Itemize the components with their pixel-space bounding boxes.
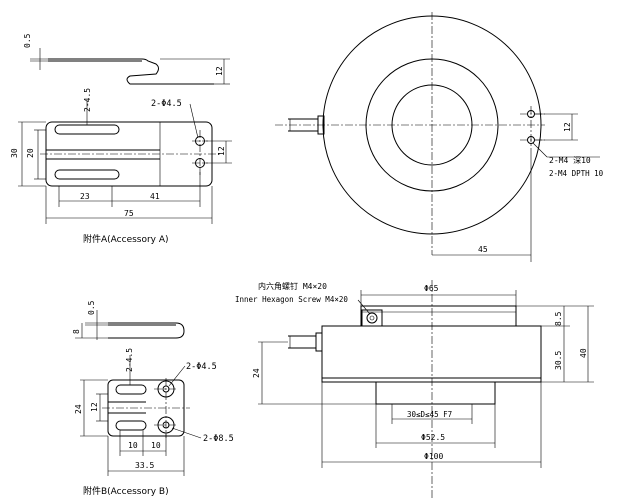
accessory-a-slot-width: 2-4.5 <box>83 88 92 112</box>
accessory-b-slot-width: 2-4.5 <box>125 348 134 372</box>
accessory-a-height-inner: 20 <box>26 148 35 158</box>
accessory-b-slot-pitch-left: 10 <box>128 441 138 450</box>
top-view-offset: 45 <box>478 245 488 254</box>
accessory-b-thickness: 0.5 <box>87 300 96 315</box>
accessory-a-hole-pitch: 12 <box>217 146 226 156</box>
accessory-a-thickness: 0.5 <box>23 33 32 48</box>
accessory-a-hole-offset: 41 <box>150 192 160 201</box>
side-view-top-dia: Φ65 <box>424 284 439 293</box>
accessory-a-length: 75 <box>124 209 134 218</box>
accessory-b-hole-large: 2-Φ8.5 <box>203 434 234 444</box>
accessory-a-bend-height: 12 <box>215 66 224 76</box>
top-view-thread-cn: 2-M4 深10 <box>549 156 591 165</box>
side-view-total-height: 40 <box>579 348 588 358</box>
side-view-screw-cn: 内六角螺钉 M4×20 <box>258 281 327 291</box>
top-view-hole-pitch: 12 <box>563 122 572 132</box>
accessory-b-plan: 2-4.5 2-Φ4.5 24 12 10 10 33.5 2-Φ8.5 <box>74 348 234 476</box>
side-view: 内六角螺钉 M4×20 Inner Hexagon Screw M4×20 Φ6… <box>235 280 594 498</box>
side-view-body-height: 30.5 <box>554 351 563 370</box>
accessory-a: 0.5 12 2-4.5 2-Φ4.5 <box>10 33 232 245</box>
accessory-b-length: 33.5 <box>135 461 154 470</box>
accessory-b-height-inner: 12 <box>90 402 99 412</box>
accessory-b-profile: 0.5 8 <box>72 300 185 340</box>
accessory-a-slot-len: 23 <box>80 192 90 201</box>
top-view-cable <box>288 115 325 135</box>
accessory-b: 0.5 8 2-4.5 2-Φ4.5 24 <box>72 300 234 497</box>
accessory-b-caption: 附件B(Accessory B) <box>83 485 169 497</box>
side-view-boss <box>375 381 496 405</box>
side-view-body <box>321 325 542 383</box>
side-view-cable-height: 24 <box>252 368 261 378</box>
accessory-b-bend-height: 8 <box>72 329 81 334</box>
side-view-top-plate <box>360 305 517 327</box>
accessory-a-caption: 附件A(Accessory A) <box>83 233 169 245</box>
accessory-b-height-outer: 24 <box>74 404 83 414</box>
accessory-a-height-outer: 30 <box>10 148 19 158</box>
side-view-cable <box>288 332 323 352</box>
side-view-bore-range: 30≤D≤45 F7 <box>407 410 452 419</box>
accessory-a-profile: 0.5 12 <box>23 33 230 85</box>
side-view-outer-dia: Φ100 <box>424 452 443 461</box>
top-view-thread-en: 2-M4 DPTH 10 <box>549 169 604 178</box>
side-view-screw-en: Inner Hexagon Screw M4×20 <box>235 295 348 304</box>
accessory-a-plan: 2-4.5 2-Φ4.5 30 20 12 23 41 <box>10 88 232 224</box>
side-view-top-step: 8.5 <box>554 311 563 326</box>
side-view-screw-head <box>361 309 383 327</box>
accessory-b-slot-pitch-right: 10 <box>151 441 161 450</box>
accessory-a-hole-label: 2-Φ4.5 <box>151 99 182 109</box>
side-view-bore-dia: Φ52.5 <box>421 433 445 442</box>
accessory-b-hole-small: 2-Φ4.5 <box>186 362 217 372</box>
top-view: 12 2-M4 深10 2-M4 DPTH 10 45 <box>275 12 604 262</box>
